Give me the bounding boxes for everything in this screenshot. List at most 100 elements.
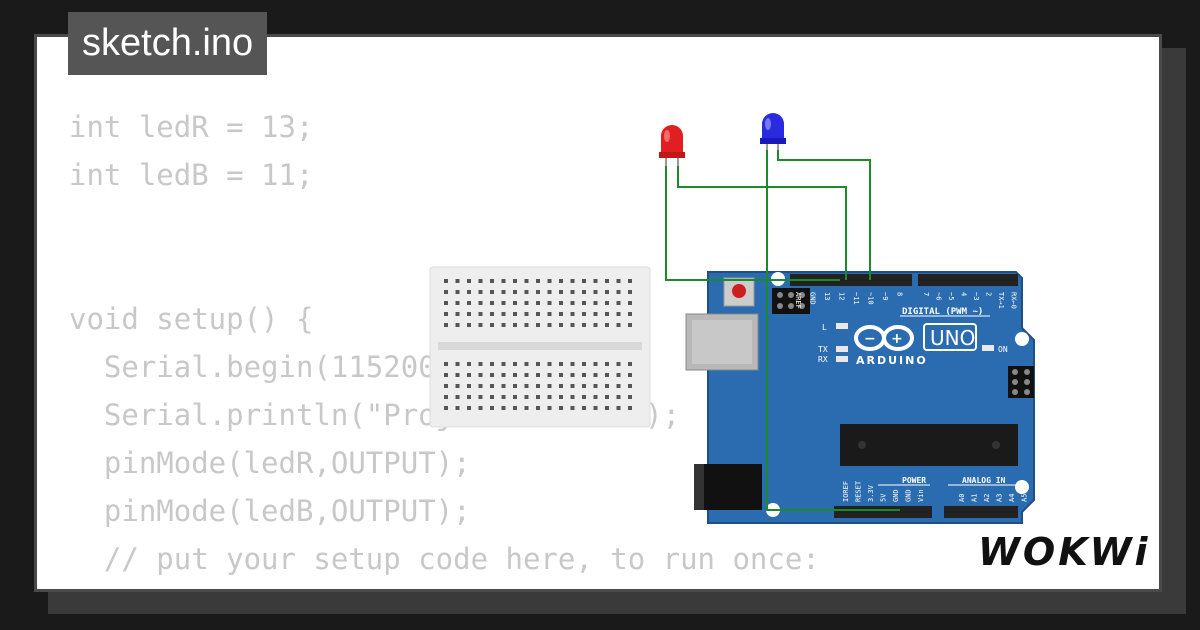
breadboard-hole xyxy=(593,362,598,366)
breadboard-hole xyxy=(513,290,517,294)
breadboard[interactable] xyxy=(429,266,651,428)
code-editor[interactable]: int ledR = 13;int ledB = 11;void setup()… xyxy=(69,103,820,583)
breadboard-hole xyxy=(490,384,494,388)
led-red[interactable] xyxy=(659,125,685,166)
breadboard-hole xyxy=(478,301,483,305)
breadboard-hole xyxy=(570,290,575,294)
breadboard-hole xyxy=(605,312,609,316)
breadboard-hole xyxy=(547,301,552,305)
code-line: void setup() { xyxy=(69,302,314,336)
power-pin-label: 3.3V xyxy=(867,484,875,502)
breadboard-hole xyxy=(628,279,632,283)
breadboard-holes-top xyxy=(444,279,632,327)
breadboard-hole xyxy=(455,395,460,399)
breadboard-hole xyxy=(490,312,494,316)
breadboard-hole xyxy=(513,301,517,305)
l-led-label: L xyxy=(822,323,827,332)
digital-pin-label: AREF xyxy=(794,292,802,309)
breadboard-hole xyxy=(524,384,529,388)
breadboard-hole xyxy=(593,279,598,283)
breadboard-hole xyxy=(444,301,448,305)
code-line: // put your setup code here, to run once… xyxy=(69,542,820,576)
breadboard-hole xyxy=(467,406,471,410)
digital-pin-label: RX←0 xyxy=(1010,292,1018,309)
breadboard-hole xyxy=(455,406,460,410)
breadboard-hole xyxy=(490,395,494,399)
breadboard-hole xyxy=(501,384,506,388)
breadboard-hole xyxy=(547,279,552,283)
breadboard-hole xyxy=(444,312,448,316)
breadboard-hole xyxy=(536,373,540,377)
breadboard-hole xyxy=(582,323,586,327)
breadboard-hole xyxy=(547,395,552,399)
breadboard-hole xyxy=(490,406,494,410)
breadboard-hole xyxy=(524,406,529,410)
analog-pin-label: A0 xyxy=(958,494,966,502)
breadboard-hole xyxy=(605,323,609,327)
breadboard-hole xyxy=(467,323,471,327)
breadboard-hole xyxy=(605,362,609,366)
breadboard-hole xyxy=(444,395,448,399)
wire-blue-anode-pin11 xyxy=(777,148,871,280)
led-blue[interactable] xyxy=(760,113,786,150)
svg-text:+: + xyxy=(891,331,903,347)
breadboard-hole xyxy=(616,290,621,294)
board-brand-label: ARDUINO xyxy=(856,354,928,367)
breadboard-hole xyxy=(467,312,471,316)
wire-red-cathode-gnd xyxy=(665,164,840,281)
breadboard-hole xyxy=(559,290,563,294)
breadboard-hole xyxy=(455,373,460,377)
breadboard-hole xyxy=(467,373,471,377)
file-tab[interactable]: sketch.ino xyxy=(68,12,268,75)
breadboard-hole xyxy=(570,373,575,377)
breadboard-hole xyxy=(547,373,552,377)
breadboard-hole xyxy=(628,323,632,327)
digital-pin-label: ~9 xyxy=(881,292,889,300)
breadboard-hole xyxy=(628,362,632,366)
breadboard-hole xyxy=(536,279,540,283)
analog-pin-label: A4 xyxy=(1008,494,1016,502)
breadboard-hole xyxy=(547,406,552,410)
wires[interactable] xyxy=(665,148,900,511)
breadboard-hole xyxy=(490,362,494,366)
breadboard-hole xyxy=(501,373,506,377)
code-line: pinMode(ledB,OUTPUT); xyxy=(69,494,471,528)
breadboard-hole xyxy=(616,362,621,366)
analog-pin-label: A5 xyxy=(1021,494,1029,502)
breadboard-hole xyxy=(616,395,621,399)
digital-pin-label: ~11 xyxy=(852,292,860,305)
digital-pin-label: TX→1 xyxy=(997,292,1005,309)
breadboard-hole xyxy=(478,323,483,327)
breadboard-hole xyxy=(616,384,621,388)
breadboard-hole xyxy=(570,312,575,316)
breadboard-hole xyxy=(467,279,471,283)
breadboard-hole xyxy=(582,312,586,316)
breadboard-hole xyxy=(570,323,575,327)
analog-label: ANALOG IN xyxy=(962,476,1006,485)
tx-led-label: TX xyxy=(818,345,828,354)
analog-pin-label: A2 xyxy=(983,494,991,502)
breadboard-hole xyxy=(501,312,506,316)
breadboard-hole xyxy=(490,323,494,327)
power-jack xyxy=(694,464,762,510)
analog-pin-label: A3 xyxy=(996,494,1004,502)
wire-blue-cathode-gnd xyxy=(766,148,900,511)
breadboard-hole xyxy=(490,290,494,294)
breadboard-hole xyxy=(593,290,598,294)
code-line: int ledR = 13; xyxy=(69,110,314,144)
breadboard-hole xyxy=(501,362,506,366)
power-pin-label: RESET xyxy=(855,480,863,502)
breadboard-hole xyxy=(605,395,609,399)
breadboard-hole xyxy=(616,301,621,305)
breadboard-hole xyxy=(582,373,586,377)
breadboard-hole xyxy=(559,362,563,366)
digital-pin-label: ~5 xyxy=(947,292,955,300)
power-pin-label: GND xyxy=(892,489,900,502)
breadboard-hole xyxy=(628,312,632,316)
breadboard-hole xyxy=(524,301,529,305)
breadboard-hole xyxy=(559,279,563,283)
breadboard-hole xyxy=(455,279,460,283)
breadboard-hole xyxy=(616,279,621,283)
breadboard-hole xyxy=(547,362,552,366)
